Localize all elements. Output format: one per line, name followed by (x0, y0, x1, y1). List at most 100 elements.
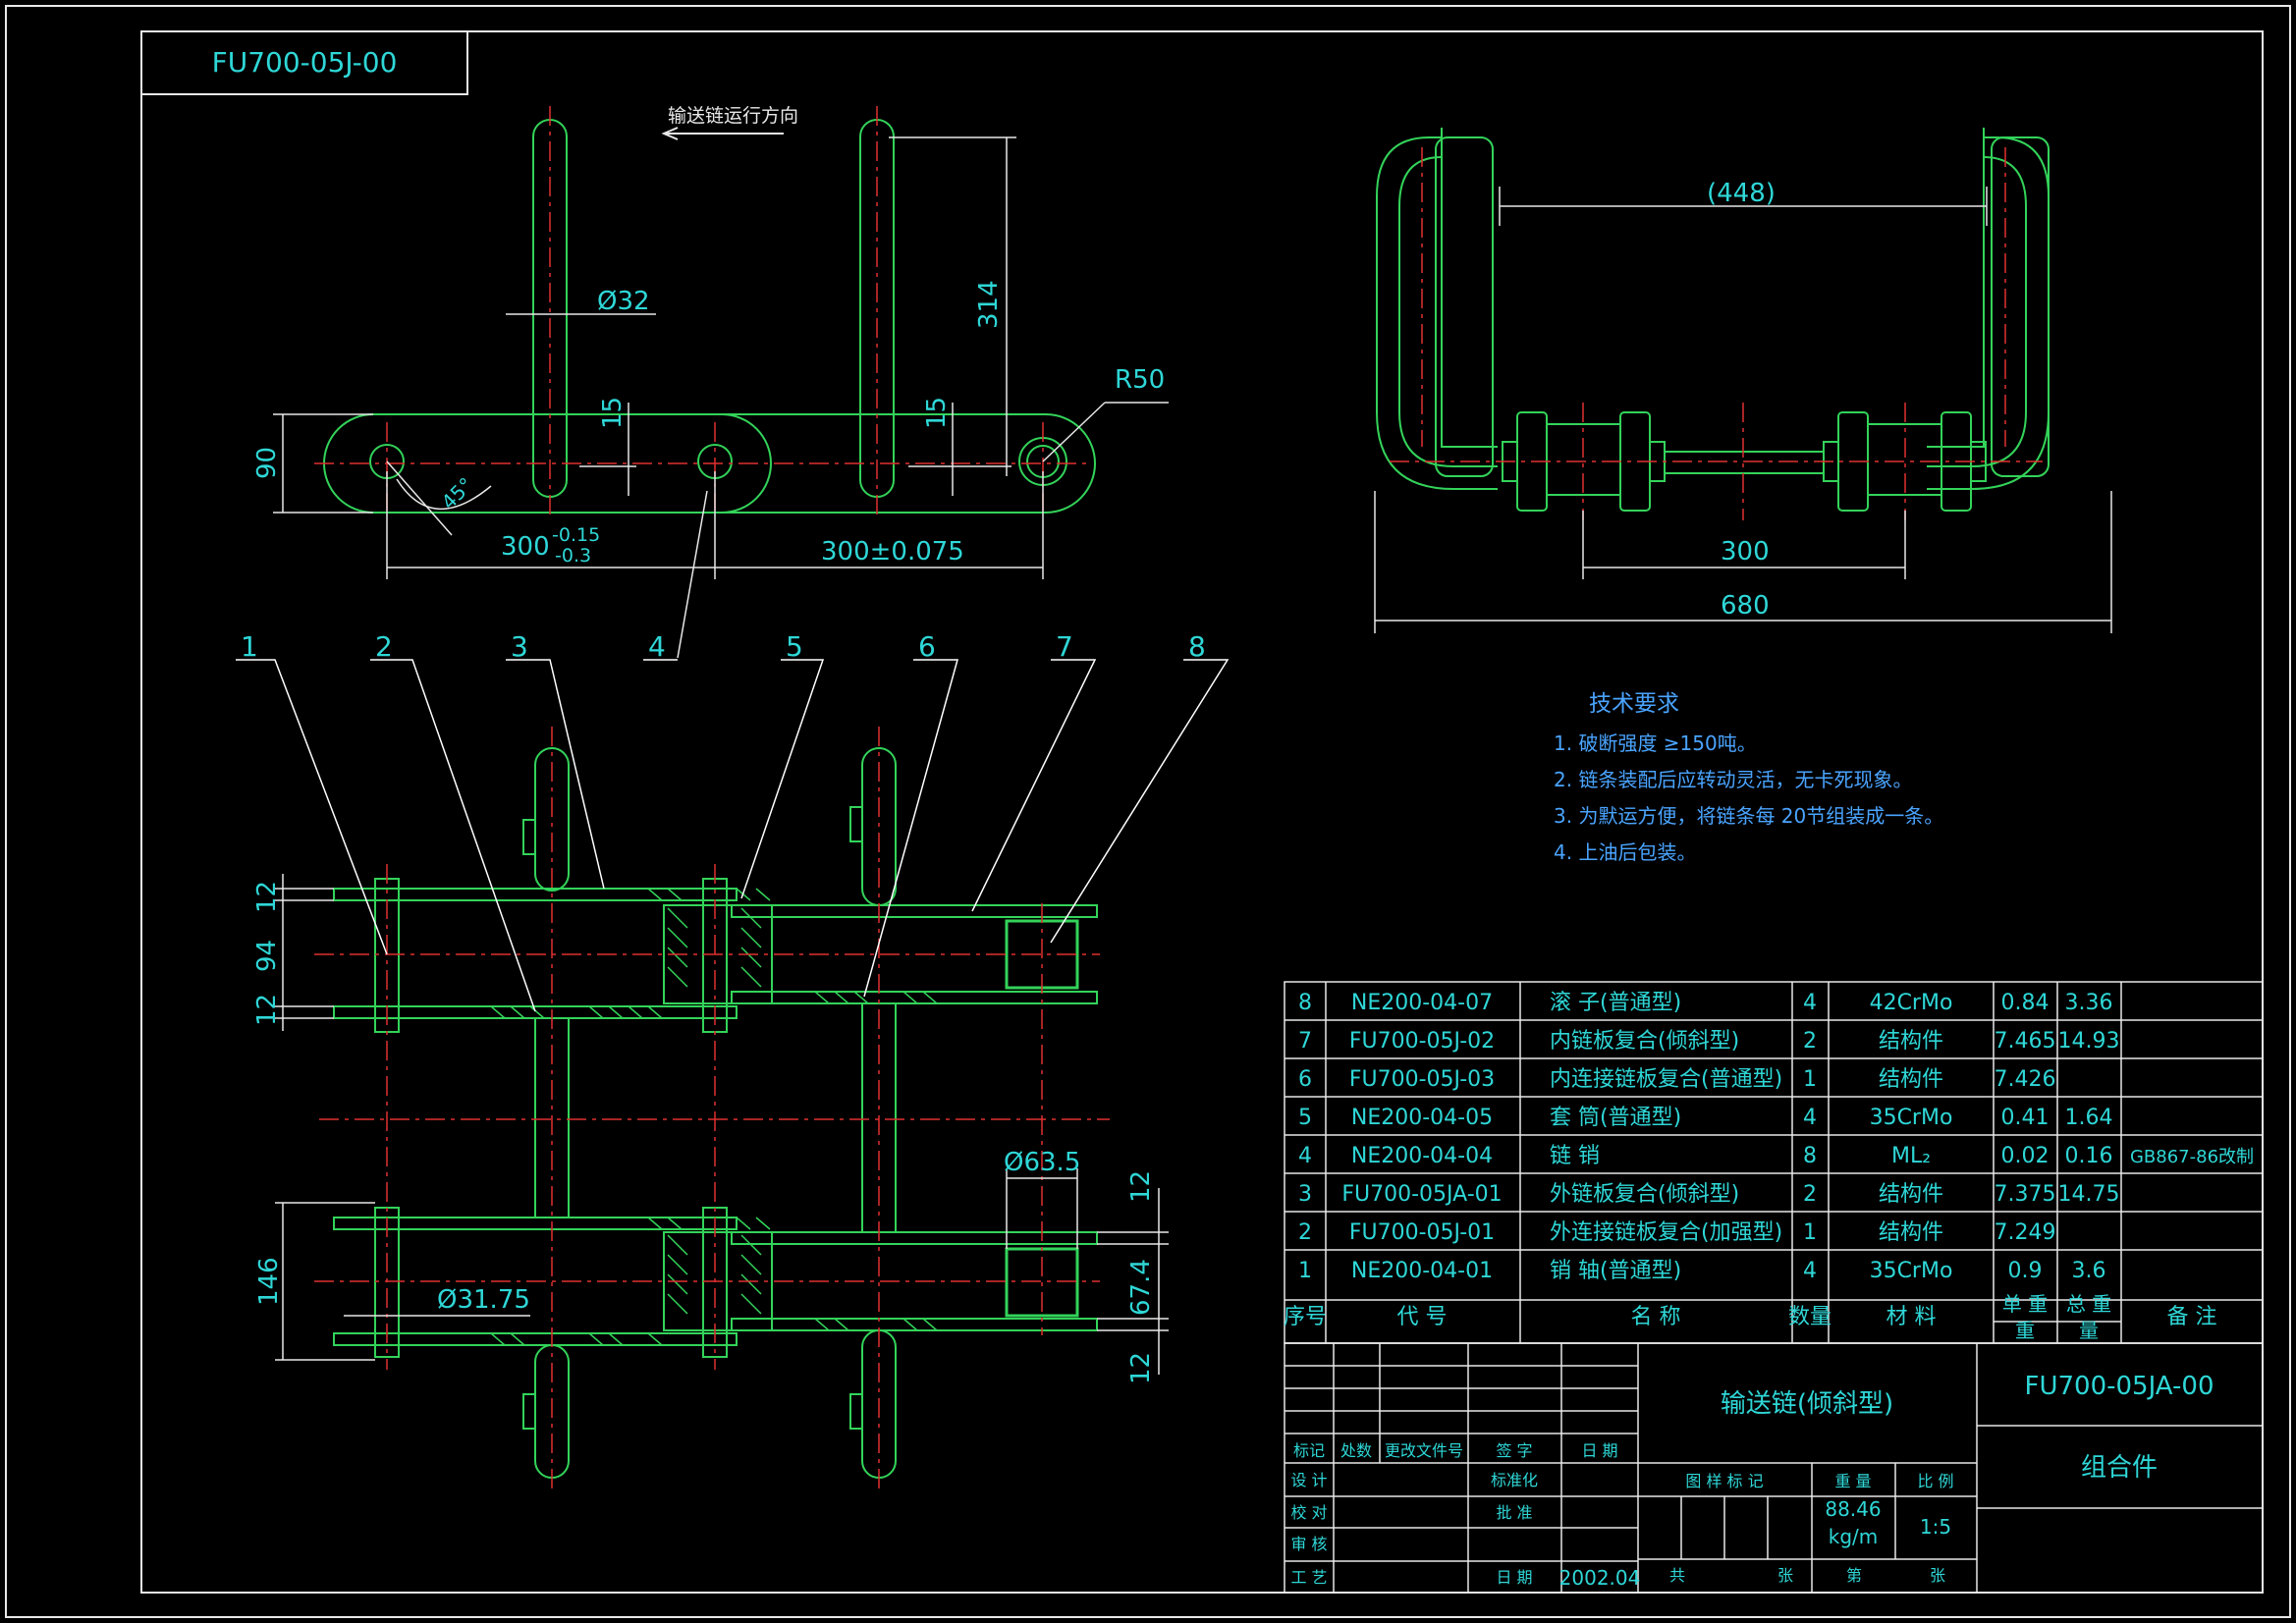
bom-cell-code: FU700-05JA-01 (1341, 1182, 1502, 1207)
dim-p300b: 300±0.075 (821, 537, 964, 567)
bom-cell-total: 14.75 (2058, 1182, 2120, 1207)
bom-header: 序号 代 号 名 称 数量 材 料 单 重 总 重 重 量 备 注 (1284, 1292, 2217, 1342)
tech-req-item: 2. 链条装配后应转动灵活，无卡死现象。 (1554, 768, 1912, 791)
bom-cell-no: 2 (1298, 1220, 1312, 1245)
bom-cell-name: 滚 子(普通型) (1550, 991, 1681, 1015)
dim-635: Ø63.5 (1004, 1148, 1080, 1177)
bom-cell-code: NE200-04-07 (1351, 991, 1493, 1015)
bom-cell-no: 7 (1298, 1029, 1312, 1054)
balloon-8: 8 (1188, 630, 1206, 663)
bom-cell-total: 3.6 (2072, 1259, 2106, 1283)
bom-header-unit2: 重 (2015, 1319, 2035, 1342)
dim-p300: 300 (501, 532, 550, 562)
bom-header-qty: 数量 (1788, 1305, 1831, 1329)
bom-cell-qty: 2 (1803, 1182, 1817, 1207)
bom-cell-mat: ML₂ (1891, 1144, 1931, 1168)
dim-3175: Ø31.75 (437, 1285, 530, 1315)
tech-req-title: 技术要求 (1589, 691, 1679, 717)
bom-header-name: 名 称 (1631, 1305, 1681, 1329)
bom-cell-total: 14.93 (2058, 1029, 2120, 1054)
bom-cell-name: 链 销 (1550, 1144, 1600, 1168)
dim-12c: 12 (1126, 1170, 1156, 1203)
end-view: (448) 300 680 (1374, 128, 2112, 633)
tb-check: 校 对 (1290, 1503, 1327, 1522)
dim-90: 90 (252, 447, 282, 479)
bom-cell-mat: 结构件 (1879, 1220, 1943, 1245)
dim-314: 314 (974, 280, 1004, 329)
bom-cell-name: 外连接链板复合(加强型) (1550, 1220, 1782, 1245)
bom-cell-name: 内连接链板复合(普通型) (1550, 1067, 1782, 1092)
bom-cell-no: 1 (1298, 1259, 1312, 1283)
drawing-frame (5, 5, 2291, 1618)
dim-tol-up: -0.15 (552, 524, 600, 546)
tech-req-item: 1. 破断强度 ≥150吨。 (1554, 731, 1757, 755)
tb-type: 组合件 (2081, 1453, 2158, 1483)
dim-15b: 15 (922, 397, 952, 429)
bom-header-note: 备 注 (2167, 1305, 2217, 1329)
tb-design: 设 计 (1290, 1471, 1327, 1489)
title-block: 标记 处数 更改文件号 签 字 日 期 设 计 标准化 校 对 批 准 审 核 … (1284, 1342, 2264, 1594)
bom-cell-unit: 7.375 (1995, 1182, 2056, 1207)
bom-cell-qty: 2 (1803, 1029, 1817, 1054)
balloon-2: 2 (375, 630, 393, 663)
tb-weight-val2: kg/m (1829, 1525, 1879, 1548)
dim-12d: 12 (1126, 1352, 1156, 1384)
balloon-6: 6 (918, 630, 936, 663)
bom-cell-name: 套 筒(普通型) (1550, 1106, 1681, 1130)
bom-cell-total: 0.16 (2065, 1144, 2113, 1168)
bom-cell-no: 5 (1298, 1106, 1312, 1130)
tb-standard: 标准化 (1491, 1471, 1538, 1489)
balloon-1: 1 (241, 630, 258, 663)
bom-cell-unit: 0.02 (2001, 1144, 2050, 1168)
bom-cell-unit: 7.426 (1995, 1067, 2056, 1092)
bom-cell-no: 6 (1298, 1067, 1312, 1092)
bom-cell-mat: 42CrMo (1870, 991, 1953, 1015)
tb-date-val: 2002.04 (1559, 1566, 1641, 1590)
tb-change: 更改文件号 (1385, 1441, 1463, 1460)
balloon-4: 4 (648, 630, 666, 663)
direction-note: 输送链运行方向 (668, 105, 798, 127)
bom-cell-no: 4 (1298, 1144, 1312, 1168)
bom-cell-mat: 35CrMo (1870, 1106, 1953, 1130)
tb-total-sheets: 共 (1669, 1566, 1685, 1585)
tb-date: 日 期 (1581, 1441, 1617, 1460)
tb-mark: 标记 (1293, 1441, 1325, 1460)
tb-review: 审 核 (1290, 1535, 1327, 1553)
tb-date2: 日 期 (1496, 1568, 1532, 1587)
bom-cell-mat: 结构件 (1879, 1182, 1943, 1207)
tech-req-item: 4. 上油后包装。 (1554, 840, 1696, 864)
tech-req-item: 3. 为默运方便，将链条每 20节组装成一条。 (1554, 804, 1943, 828)
bom-cell-no: 8 (1298, 991, 1312, 1015)
balloon-7: 7 (1056, 630, 1073, 663)
bom-cell-code: FU700-05J-03 (1349, 1067, 1495, 1092)
bom-cell-unit: 7.249 (1995, 1220, 2056, 1245)
bom-cell-qty: 8 (1803, 1144, 1817, 1168)
bom-cell-qty: 4 (1803, 1259, 1817, 1283)
bom-header-unit1: 单 重 (2002, 1292, 2048, 1316)
bom-cell-unit: 0.41 (2001, 1106, 2050, 1130)
tb-approve: 批 准 (1496, 1503, 1532, 1522)
tech-requirements: 技术要求 1. 破断强度 ≥150吨。 2. 链条装配后应转动灵活，无卡死现象。… (1554, 691, 1943, 864)
dim-448: (448) (1707, 179, 1776, 208)
dim-15a: 15 (598, 397, 628, 429)
drawing-number-box: FU700-05J-00 (212, 46, 398, 79)
bom-cell-mat: 结构件 (1879, 1067, 1943, 1092)
tb-process: 工 艺 (1290, 1568, 1327, 1587)
bom-cell-total: 3.36 (2065, 991, 2113, 1015)
tb-sheets: 张 (1777, 1566, 1793, 1585)
tb-weight: 重 量 (1834, 1472, 1871, 1490)
side-view: 输送链运行方向 (252, 105, 1169, 659)
dim-d32: Ø32 (597, 287, 650, 316)
bom-cell-code: NE200-04-05 (1351, 1106, 1493, 1130)
bom-cell-qty: 1 (1803, 1220, 1817, 1245)
plan-view: 1 2 3 4 5 6 7 8 (236, 630, 1230, 1492)
bom-cell-unit: 7.465 (1995, 1029, 2056, 1054)
bom-cell-mat: 35CrMo (1870, 1259, 1953, 1283)
tb-weight-val1: 88.46 (1825, 1497, 1881, 1521)
dim-12b: 12 (252, 994, 282, 1026)
dim-tol-dn: -0.3 (555, 545, 591, 567)
bom-cell-code: NE200-04-04 (1351, 1144, 1493, 1168)
tb-sheets2: 张 (1930, 1566, 1945, 1585)
dim-r50: R50 (1115, 365, 1165, 395)
